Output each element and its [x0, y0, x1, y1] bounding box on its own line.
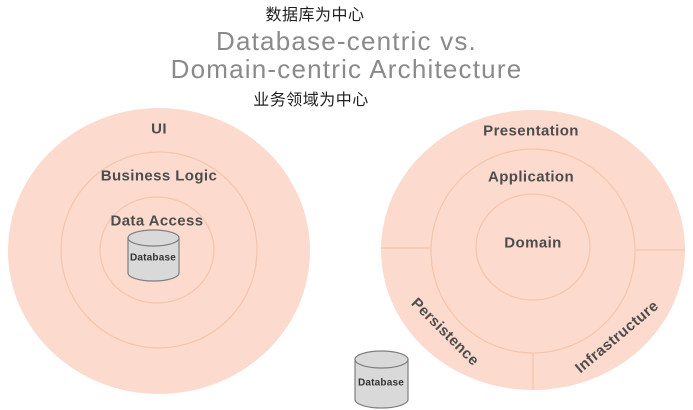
- database-cylinder-label: Database: [129, 252, 177, 264]
- right-inner-ring: [475, 193, 591, 301]
- cylinder-top: [127, 229, 180, 247]
- annotation-database-centric: 数据库为中心: [265, 7, 365, 24]
- domain-centric-circles: [381, 110, 685, 390]
- layer-label-ui: UI: [151, 120, 167, 138]
- cylinder-body: [354, 359, 409, 409]
- right-outer-circle: [381, 110, 685, 390]
- layer-label-application: Application: [487, 168, 575, 186]
- layer-label-business-logic: Business Logic: [100, 167, 218, 185]
- left-middle-ring: [60, 151, 258, 349]
- layer-label-presentation: Presentation: [483, 122, 579, 140]
- annotation-domain-centric: 业务领域为中心: [253, 92, 369, 109]
- layer-label-data-access: Data Access: [110, 212, 204, 230]
- cylinder-body: [127, 238, 180, 282]
- cylinder-top: [354, 350, 409, 369]
- title-line-2: Domain-centric Architecture: [170, 54, 523, 84]
- database-cylinder-label: Database: [357, 377, 405, 389]
- layer-label-domain: Domain: [504, 234, 562, 252]
- page-title: Database-centric vs. Domain-centric Arch…: [0, 27, 693, 83]
- title-line-1: Database-centric vs.: [216, 26, 477, 56]
- left-inner-ring: [99, 196, 215, 304]
- database-cylinder-icon: [354, 350, 409, 409]
- database-cylinder-icon: [127, 229, 180, 282]
